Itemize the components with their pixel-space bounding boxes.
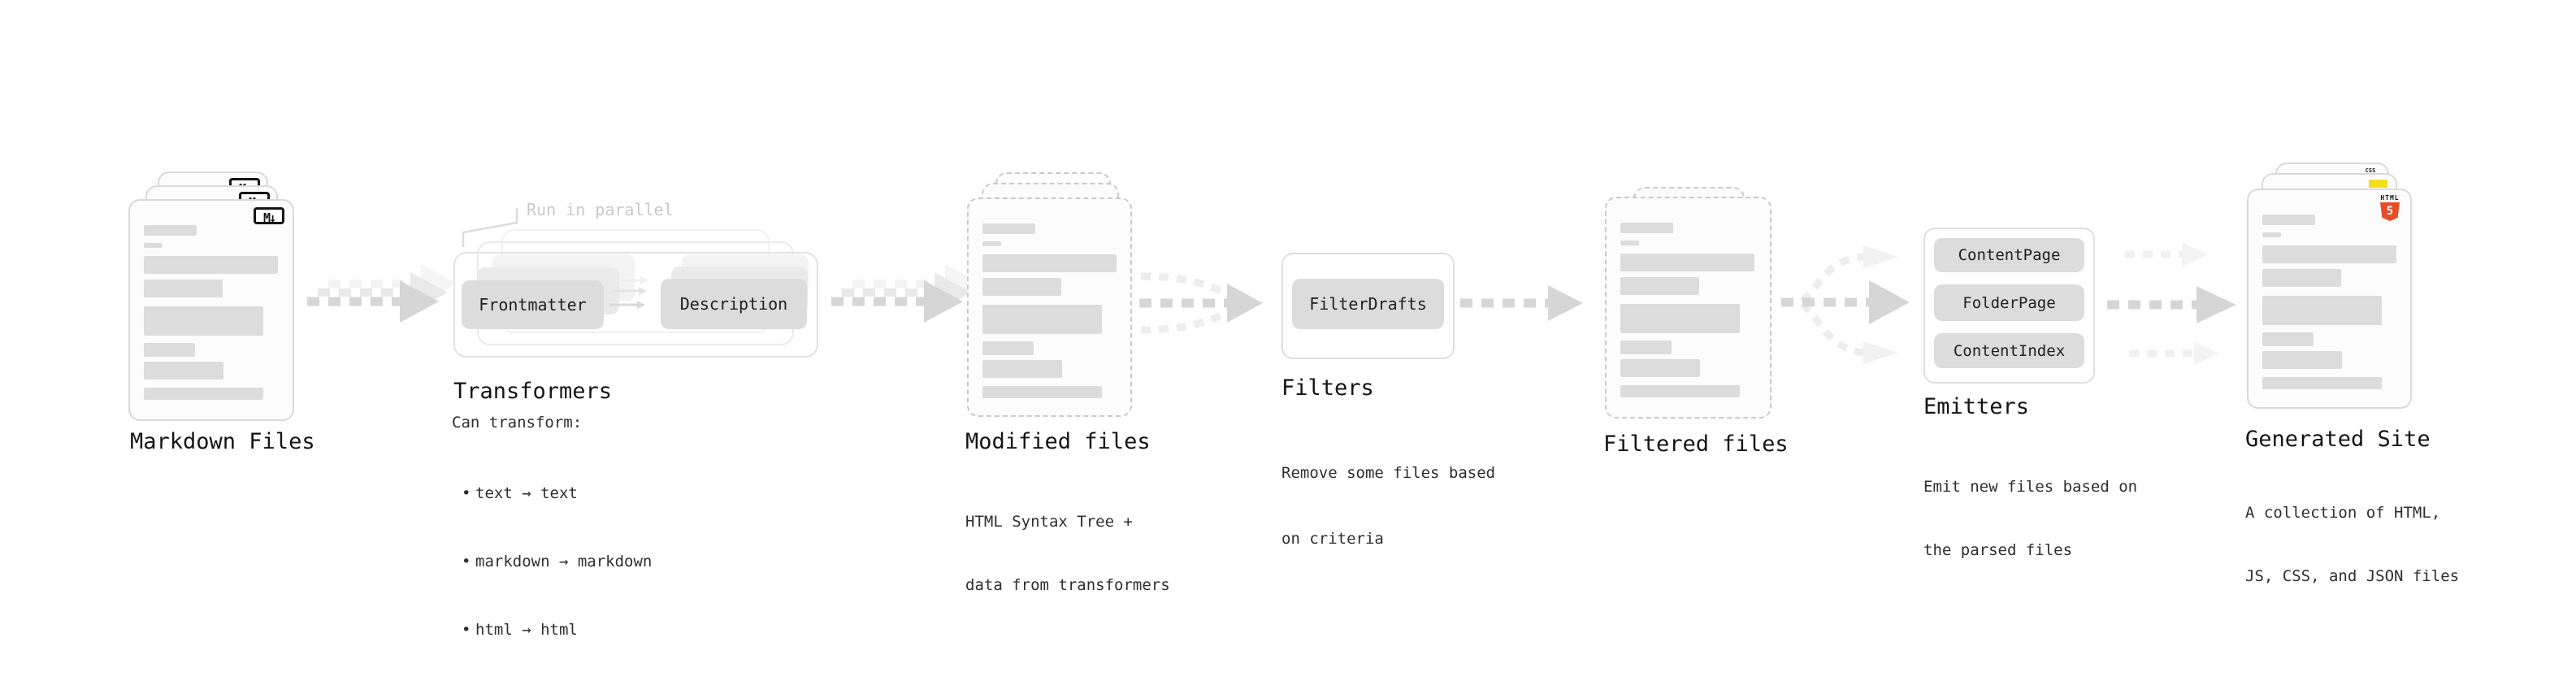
arrow-transformers-to-modified-icon bbox=[831, 264, 981, 323]
placeholder-text-bars bbox=[982, 223, 1117, 398]
file-card: M↓ bbox=[128, 199, 294, 421]
annotation-connector-line bbox=[462, 208, 518, 247]
desc-line: the parsed files bbox=[1923, 541, 2073, 559]
arrow-filters-to-filtered-icon bbox=[1460, 285, 1583, 321]
transformer-layer-outline bbox=[453, 252, 818, 358]
bullet-item: html → html bbox=[452, 618, 652, 641]
desc-line: Emit new files based on bbox=[1923, 478, 2138, 496]
run-in-parallel-annotation: Run in parallel bbox=[527, 200, 674, 219]
filterdrafts-pill: FilterDrafts bbox=[1292, 279, 1444, 329]
desc-line: on criteria bbox=[1281, 530, 1384, 548]
file-card-dashed bbox=[967, 197, 1132, 417]
placeholder-text-bars bbox=[1620, 223, 1754, 397]
generated-site-description: A collection of HTML, JS, CSS, and JSON … bbox=[2245, 460, 2459, 629]
bullet-item: markdown → markdown bbox=[452, 550, 652, 573]
section-label-filtered-files: Filtered files bbox=[1603, 432, 1789, 457]
arrow-emitters-to-generated-icon bbox=[2107, 242, 2236, 365]
section-label-generated-site: Generated Site bbox=[2245, 427, 2431, 452]
desc-line: Remove some files based bbox=[1281, 464, 1496, 482]
emitter-pill-contentindex: ContentIndex bbox=[1934, 333, 2084, 368]
emitters-description: Emit new files based on the parsed files bbox=[1923, 434, 2137, 603]
desc-line: data from transformers bbox=[965, 576, 1170, 594]
section-label-emitters: Emitters bbox=[1923, 394, 2030, 419]
file-card: HTML 5 bbox=[2247, 189, 2412, 409]
js-badge-icon bbox=[2369, 180, 2387, 188]
transformers-bullet-list: text → text markdown → markdown html → h… bbox=[452, 436, 652, 681]
arrow-markdown-to-transformers-icon bbox=[307, 264, 457, 323]
markdown-badge-icon: M↓ bbox=[254, 207, 284, 225]
html5-logo-label: HTML bbox=[2380, 194, 2400, 202]
section-label-filters: Filters bbox=[1281, 375, 1374, 401]
bullet-item: text → text bbox=[452, 482, 652, 505]
desc-line: A collection of HTML, bbox=[2245, 504, 2441, 522]
section-label-transformers: Transformers bbox=[453, 379, 613, 404]
modified-files-description: HTML Syntax Tree + data from transformer… bbox=[965, 469, 1170, 638]
arrow-filtered-to-emitters-icon bbox=[1781, 245, 1910, 364]
description-pill: Description bbox=[661, 279, 807, 329]
css-badge-label: CSS bbox=[2365, 167, 2376, 174]
placeholder-text-bars bbox=[2262, 215, 2396, 389]
emitter-pill-folderpage: FolderPage bbox=[1934, 284, 2084, 321]
placeholder-text-bars bbox=[144, 225, 278, 400]
frontmatter-pill: Frontmatter bbox=[462, 280, 604, 329]
section-label-markdown-files: Markdown Files bbox=[130, 429, 315, 454]
desc-line: JS, CSS, and JSON files bbox=[2245, 567, 2460, 585]
html5-shield: 5 bbox=[2380, 202, 2400, 221]
transform-flow-arrows-icon bbox=[609, 276, 648, 309]
html5-logo-icon: HTML 5 bbox=[2379, 194, 2400, 221]
emitter-pill-contentpage: ContentPage bbox=[1934, 238, 2084, 272]
section-label-modified-files: Modified files bbox=[965, 429, 1151, 454]
arrow-modified-to-filters-icon bbox=[1139, 272, 1263, 334]
desc-line: HTML Syntax Tree + bbox=[965, 513, 1133, 531]
filters-description: Remove some files based on criteria bbox=[1281, 419, 1495, 594]
file-card-dashed bbox=[1605, 197, 1772, 419]
transformers-desc-title: Can transform: bbox=[452, 414, 583, 432]
